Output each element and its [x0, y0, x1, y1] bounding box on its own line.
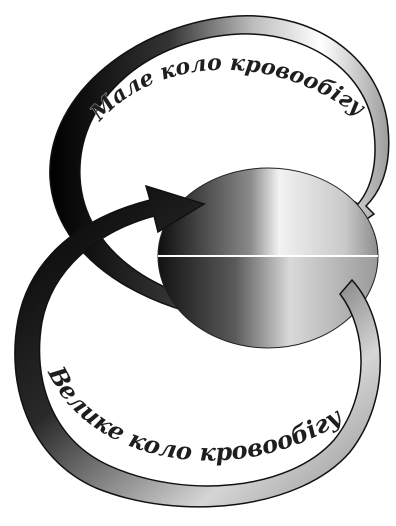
systemic-circulation-label: Велике коло кровообігу	[42, 360, 348, 466]
heart-shape	[158, 168, 378, 348]
